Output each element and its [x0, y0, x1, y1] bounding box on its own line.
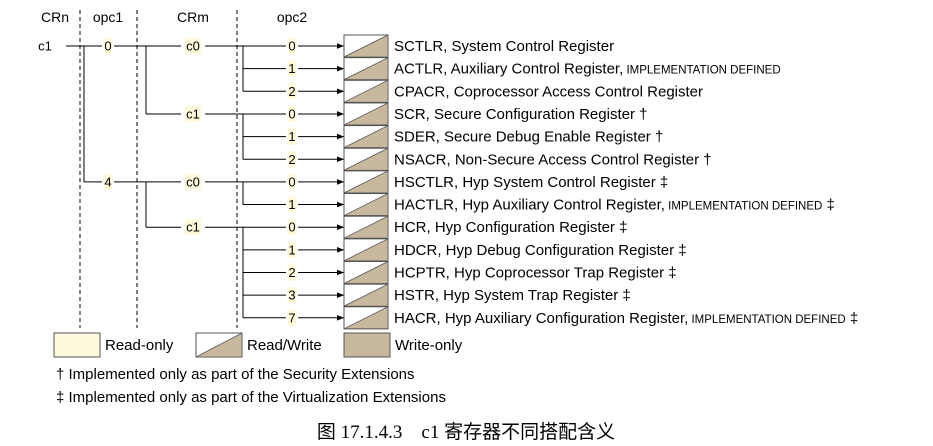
opc2-label: 3 [288, 288, 295, 303]
opc1-label: 4 [104, 174, 111, 189]
header-opc2: opc2 [277, 9, 308, 25]
register-name: SDER, Secure Debug Enable Register † [394, 129, 663, 146]
register-name: HSCTLR, Hyp System Control Register ‡ [394, 174, 668, 191]
opc2-label-bg [287, 309, 297, 326]
opc2-label-bg [287, 105, 297, 122]
register-name: SCTLR, System Control Register [394, 38, 614, 55]
footnote: ‡ Implemented only as part of the Virtua… [56, 389, 446, 406]
opc2-label: 0 [288, 106, 295, 121]
opc2-label-bg [287, 287, 297, 304]
register-name: CPACR, Coprocessor Access Control Regist… [394, 83, 703, 100]
legend-label-ro: Read-only [105, 337, 174, 354]
register-name: ACTLR, Auxiliary Control Register, IMPLE… [394, 61, 781, 78]
register-name: HDCR, Hyp Debug Configuration Register ‡ [394, 242, 687, 259]
header-opc1: opc1 [93, 9, 124, 25]
register-name: SCR, Secure Configuration Register † [394, 106, 647, 123]
register-access-box-fill [343, 215, 389, 239]
register-name: HACTLR, Hyp Auxiliary Control Register, … [394, 197, 835, 214]
opc2-label: 2 [288, 152, 295, 167]
opc2-label: 7 [288, 310, 295, 325]
legend-readwrite-swatch-fill [195, 332, 243, 358]
opc2-label: 0 [288, 220, 295, 235]
register-access-box-fill [343, 192, 389, 216]
register-access-box-fill [343, 124, 389, 149]
opc2-label-bg [287, 60, 297, 77]
crn-label: c1 [38, 39, 52, 54]
opc2-label: 2 [288, 265, 295, 280]
register-name: HCR, Hyp Configuration Register ‡ [394, 219, 627, 236]
crm-label-bg [185, 38, 201, 54]
register-access-box-fill [343, 147, 389, 171]
crm-label-bg [185, 173, 201, 190]
opc2-label-bg [287, 241, 297, 258]
opc2-label: 1 [288, 129, 295, 144]
crm-label: c0 [186, 39, 200, 54]
opc2-label-bg [287, 173, 297, 190]
legend-label-rw: Read/Write [247, 337, 322, 354]
crm-label: c1 [186, 220, 200, 235]
opc1-label-bg [103, 38, 113, 54]
register-access-box-fill [343, 238, 389, 262]
figure-caption: 图 17.1.4.3 c1 寄存器不同搭配含义 [317, 421, 615, 443]
opc2-label-bg [287, 38, 297, 54]
register-access-box-fill [343, 102, 389, 126]
register-access-box-fill [343, 260, 389, 284]
opc1-label-bg [103, 173, 113, 190]
footnote: † Implemented only as part of the Securi… [56, 366, 415, 383]
opc2-label: 0 [288, 174, 295, 189]
crm-label: c0 [186, 174, 200, 189]
legend-writeonly-swatch [343, 332, 391, 358]
opc2-label-bg [287, 264, 297, 281]
register-access-box-fill [343, 79, 389, 103]
register-name: HACR, Hyp Auxiliary Configuration Regist… [394, 310, 858, 327]
opc1-label: 0 [104, 39, 111, 54]
crm-label-bg [185, 219, 201, 236]
register-access-box-fill [343, 306, 389, 330]
header-crm: CRm [177, 9, 209, 25]
opc2-label: 2 [288, 84, 295, 99]
register-name: HSTR, Hyp System Trap Register ‡ [394, 287, 631, 304]
opc2-label-bg [287, 151, 297, 168]
crm-label-bg [185, 105, 201, 122]
crm-label: c1 [186, 106, 200, 121]
opc2-label: 1 [288, 61, 295, 76]
register-access-box-fill [343, 57, 389, 81]
opc2-label-bg [287, 219, 297, 236]
legend-label-wo: Write-only [395, 337, 463, 354]
opc2-label-bg [287, 196, 297, 213]
opc2-label: 1 [288, 197, 295, 212]
opc2-label-bg [287, 128, 297, 145]
opc2-label-bg [287, 83, 297, 100]
register-access-box-fill [343, 34, 389, 58]
register-access-box-fill [343, 283, 389, 307]
register-access-box-fill [343, 170, 389, 194]
opc2-label: 1 [288, 242, 295, 257]
opc2-label: 0 [288, 39, 295, 54]
header-crn: CRn [41, 9, 69, 25]
legend-readonly-swatch [53, 332, 101, 358]
register-name: HCPTR, Hyp Coprocessor Trap Register ‡ [394, 265, 677, 282]
register-name: NSACR, Non-Secure Access Control Registe… [394, 151, 712, 168]
